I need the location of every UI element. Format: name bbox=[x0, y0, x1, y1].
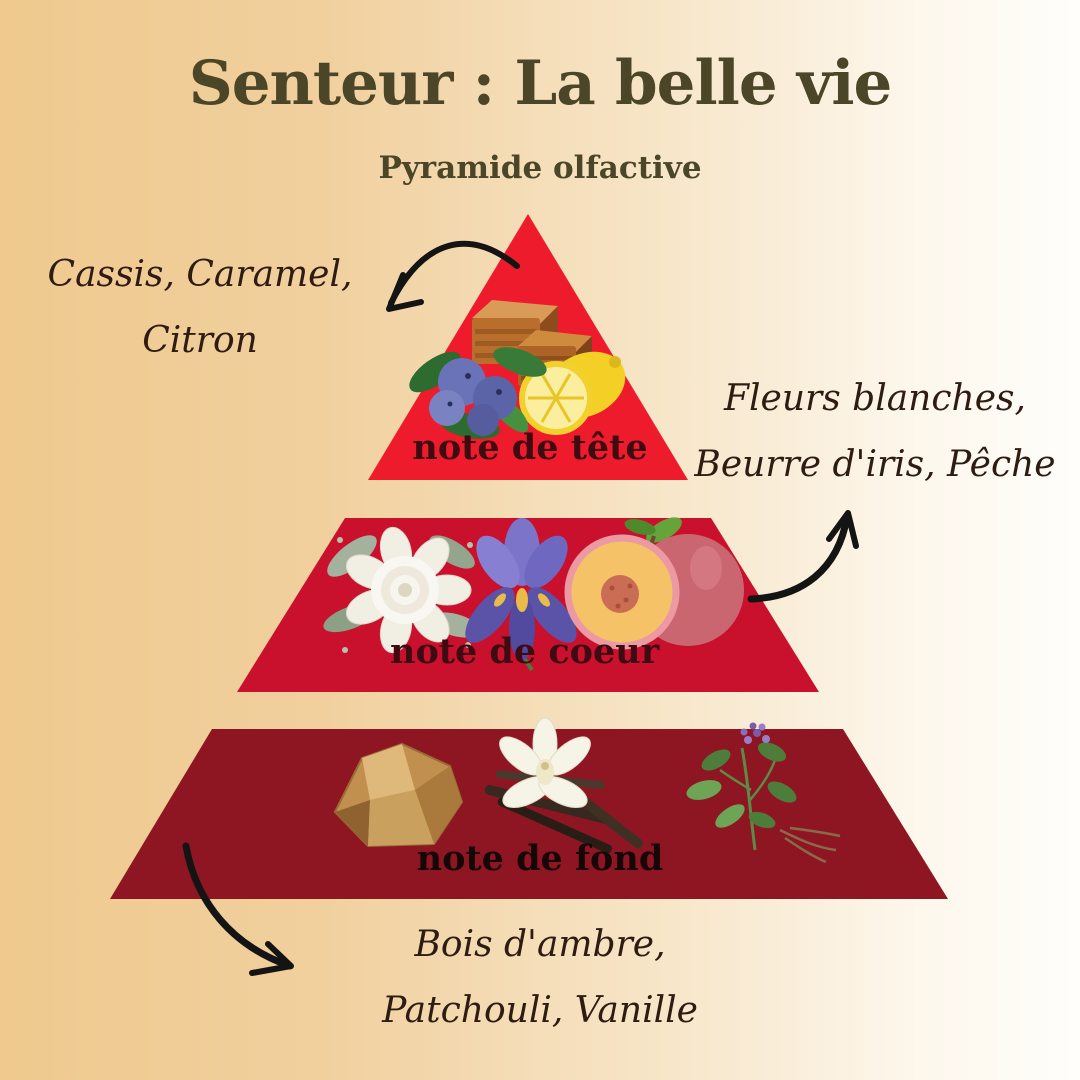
blackcurrant-berries-illustration bbox=[409, 347, 547, 439]
top-notes-line1: Cassis, Caramel, bbox=[47, 254, 353, 295]
page-title: Senteur : La belle vie bbox=[188, 48, 893, 119]
heart-notes-line1: Fleurs blanches, bbox=[724, 378, 1026, 419]
heart-notes-annotation: Fleurs blanches, Beurre d'iris, Pêche bbox=[682, 366, 1068, 497]
base-notes-annotation: Bois d'ambre, Patchouli, Vanille bbox=[300, 912, 780, 1043]
arrow-to-base-notes bbox=[182, 842, 294, 976]
top-notes-line2: Citron bbox=[142, 319, 258, 361]
iris-flower-illustration bbox=[465, 518, 577, 672]
top-level-label: note de tête bbox=[412, 427, 648, 468]
base-notes-line2: Patchouli, Vanille bbox=[382, 989, 698, 1031]
page-subtitle: Pyramide olfactive bbox=[378, 150, 702, 186]
peach-illustration bbox=[564, 517, 744, 650]
amber-resin-illustration bbox=[333, 742, 464, 848]
white-rose-illustration bbox=[323, 526, 481, 654]
base-notes-line1: Bois d'ambre, bbox=[414, 924, 666, 965]
patchouli-plant-illustration bbox=[686, 722, 841, 864]
base-level-label: note de fond bbox=[416, 838, 664, 879]
heart-level-label: note de coeur bbox=[390, 631, 660, 672]
vanilla-flower-and-pods-illustration bbox=[484, 717, 644, 854]
arrow-to-top-notes bbox=[386, 240, 520, 312]
top-notes-annotation: Cassis, Caramel, Citron bbox=[20, 242, 380, 373]
heart-notes-line2: Beurre d'iris, Pêche bbox=[694, 443, 1056, 485]
lemon-and-slice-illustration bbox=[519, 351, 626, 435]
arrow-to-heart-notes bbox=[747, 510, 859, 603]
